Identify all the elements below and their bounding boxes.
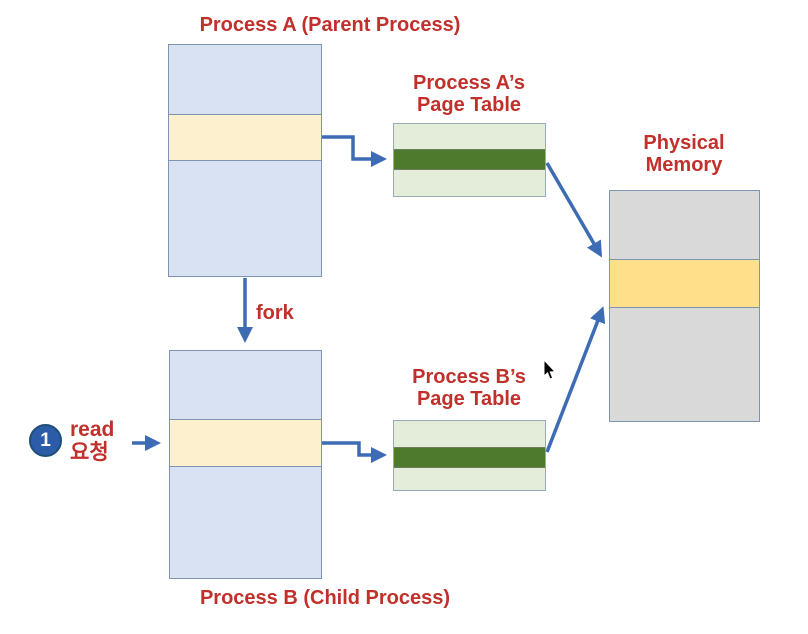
fork-label: fork <box>256 302 294 324</box>
page-table-a-title: Process A’s Page Table <box>389 72 549 116</box>
physical-memory-title: Physical Memory <box>604 132 764 176</box>
page-table-b-title-line1: Process B’s <box>412 366 526 388</box>
process-a-title: Process A (Parent Process) <box>199 14 461 36</box>
page-table-a-row-bottom <box>394 170 545 196</box>
arrow-page-table-b-to-physical-memory <box>545 306 606 453</box>
process-b-box <box>169 350 322 579</box>
physical-memory-shared-frame <box>610 259 759 308</box>
page-table-b-box <box>393 420 546 491</box>
page-table-a-entry <box>394 149 545 170</box>
page-table-b-row-bottom <box>394 468 545 490</box>
process-a-segment-top <box>169 45 321 114</box>
page-table-b-title: Process B’s Page Table <box>389 366 549 410</box>
page-table-a-title-line2: Page Table <box>416 94 522 116</box>
physical-memory-title-line1: Physical <box>643 132 725 154</box>
physical-memory-box <box>609 190 760 422</box>
page-table-a-title-line1: Process A’s <box>413 72 525 94</box>
physical-memory-segment-bottom <box>610 308 759 421</box>
process-a-box <box>168 44 322 277</box>
page-table-b-row-top <box>394 421 545 447</box>
arrow-process-b-to-page-table-b <box>322 441 388 464</box>
read-request-line1: read <box>70 418 115 441</box>
page-table-a-box <box>393 123 546 197</box>
process-a-shared-page <box>169 114 321 161</box>
physical-memory-title-line2: Memory <box>645 154 723 176</box>
arrow-process-a-to-page-table-a <box>322 135 388 168</box>
read-request-line2: 요청 <box>70 441 109 464</box>
read-request-label: read 요청 <box>70 418 114 464</box>
process-b-segment-bottom <box>170 467 321 578</box>
mouse-cursor-icon <box>543 360 557 380</box>
process-b-title: Process B (Child Process) <box>199 587 451 609</box>
process-a-segment-bottom <box>169 161 321 276</box>
arrow-page-table-a-to-physical-memory <box>545 162 603 258</box>
process-b-shared-page <box>170 419 321 467</box>
process-b-segment-top <box>170 351 321 419</box>
step-1-badge: 1 <box>29 424 62 457</box>
page-table-b-title-line2: Page Table <box>416 388 522 410</box>
page-table-b-entry <box>394 447 545 468</box>
page-table-a-row-top <box>394 124 545 149</box>
physical-memory-segment-top <box>610 191 759 259</box>
